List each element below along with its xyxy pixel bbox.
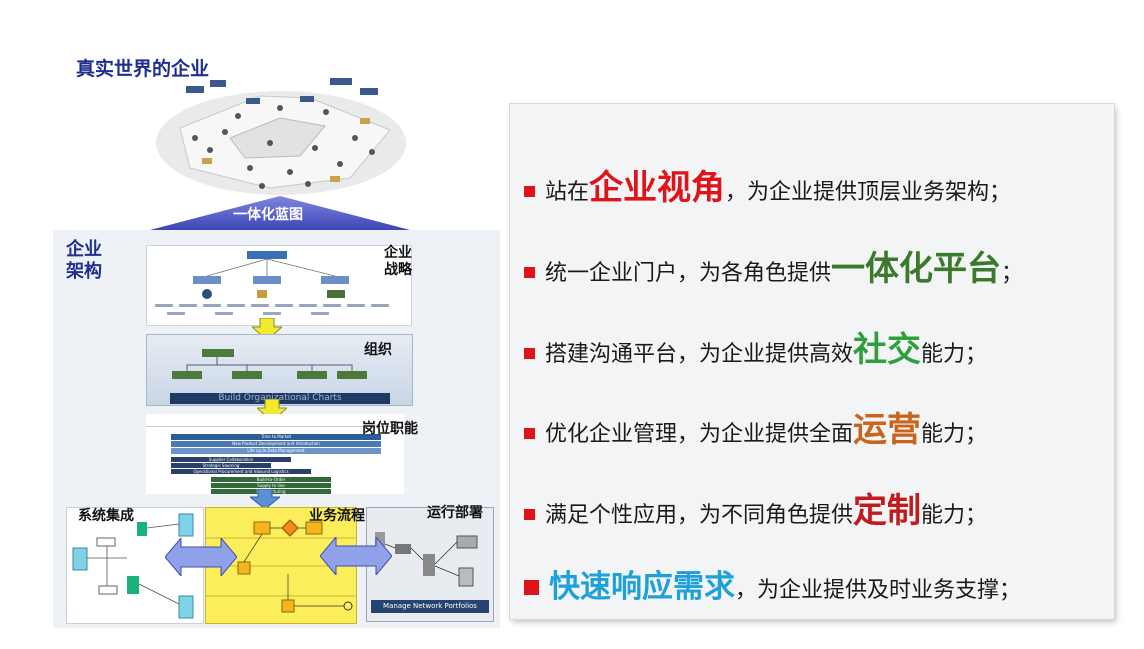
system-integration-card — [66, 507, 204, 624]
benefit-item: 满足个性应用，为不同角色提供定制能力； — [524, 483, 987, 532]
org-chart-caption: Build Organizational Charts — [170, 393, 390, 404]
down-arrow-icon — [252, 318, 282, 340]
process-flow-diagram — [206, 519, 356, 613]
blueprint-band — [150, 196, 410, 230]
real-world-title: 真实世界的企业 — [76, 58, 210, 80]
benefit-item: 优化企业管理，为企业提供全面运营能力； — [524, 402, 987, 451]
strategy-label: 企业 战略 — [384, 245, 412, 278]
org-chart-diagram — [172, 349, 367, 379]
role-bar: Time to Market — [171, 434, 381, 440]
double-arrow-icon — [165, 538, 237, 576]
network-caption: Manage Network Portfolios — [371, 600, 489, 613]
positions-label: 岗位职能 — [362, 421, 418, 437]
benefit-item: 站在企业视角，为企业提供顶层业务架构； — [524, 160, 1011, 209]
organization-label: 组织 — [364, 342, 392, 358]
benefit-item: 快速响应需求，为企业提供及时业务支撑； — [524, 561, 1021, 606]
benefit-item: 统一企业门户，为各角色提供一体化平台； — [524, 241, 1023, 290]
deployment-label: 运行部署 — [427, 505, 483, 521]
enterprise-arch-label: 企业 架构 — [66, 239, 102, 282]
role-bar: Supplier Collaboration — [171, 457, 291, 462]
bullet-icon — [524, 348, 535, 359]
role-bar: Supply to line — [211, 483, 331, 488]
blueprint-label: 一体化蓝图 — [233, 207, 303, 223]
role-bar: Strategic Sourcing — [171, 463, 271, 468]
double-arrow-icon — [320, 537, 392, 575]
role-matrix: Time to Market New Product Development a… — [146, 414, 404, 494]
bullet-icon — [524, 580, 539, 595]
strategy-card — [146, 245, 412, 326]
benefit-item: 搭建沟通平台，为企业提供高效社交能力； — [524, 322, 987, 371]
enterprise-illustration — [156, 78, 406, 195]
role-bar: New Product Development and Introduction — [171, 441, 381, 447]
role-bar: Operational Procurement and Inbound Logi… — [171, 469, 311, 474]
integration-flow-diagram — [72, 513, 194, 619]
bullet-icon — [524, 186, 535, 197]
role-bar: Build-to-Order — [211, 477, 331, 482]
bullet-icon — [524, 428, 535, 439]
role-bar: Life cycle Data Management — [171, 448, 381, 454]
bullet-icon — [524, 509, 535, 520]
benefits-panel: 站在企业视角，为企业提供顶层业务架构； 统一企业门户，为各角色提供一体化平台； … — [510, 104, 1114, 619]
down-arrow-icon — [250, 489, 280, 509]
system-integration-label: 系统集成 — [78, 508, 134, 524]
business-process-label: 业务流程 — [309, 508, 365, 524]
strategy-tree-diagram — [155, 251, 389, 315]
bullet-icon — [524, 267, 535, 278]
